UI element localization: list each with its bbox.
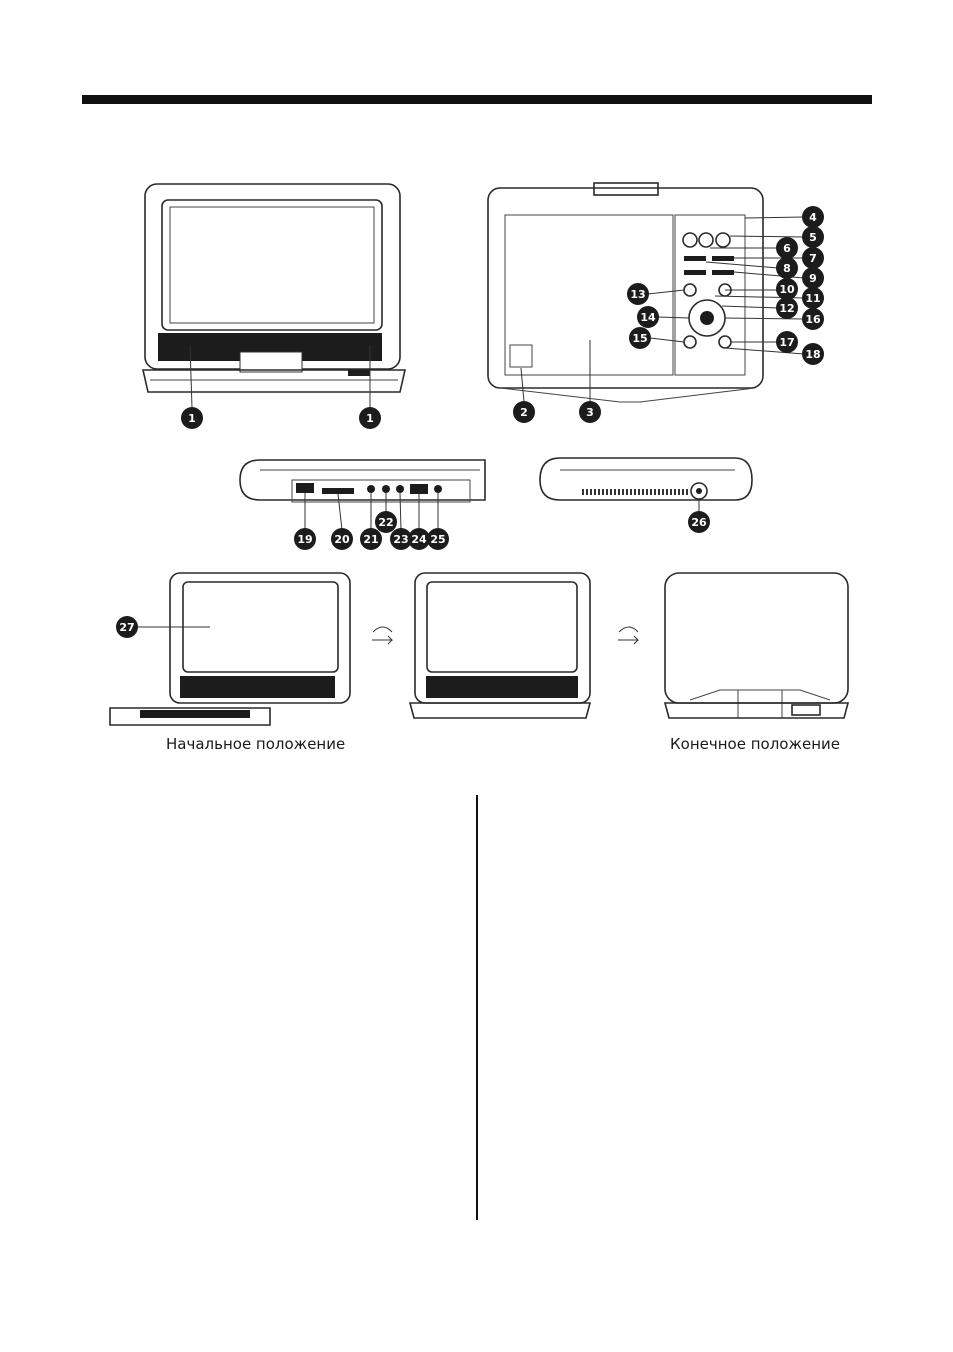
svg-text:11: 11 (805, 292, 820, 305)
callout-9: 9 (802, 267, 824, 289)
rotation-middle (410, 573, 590, 718)
left-side-view (240, 460, 485, 502)
callout-24: 24 (408, 528, 430, 550)
callout-19: 19 (294, 528, 316, 550)
svg-text:10: 10 (779, 283, 795, 296)
rotation-arrow-1 (372, 627, 392, 644)
device-diagram: 1 1 2 3 4 5 6 7 8 9 10 11 12 13 14 15 16… (0, 0, 953, 780)
svg-text:18: 18 (805, 348, 820, 361)
svg-text:16: 16 (805, 313, 821, 326)
callout-4: 4 (802, 206, 824, 228)
callout-3: 3 (579, 401, 601, 423)
leader-lines (137, 217, 804, 627)
svg-text:24: 24 (411, 533, 427, 546)
callout-16: 16 (802, 308, 824, 330)
svg-text:4: 4 (809, 211, 817, 224)
callout-10: 10 (776, 278, 798, 300)
front-view (143, 184, 405, 392)
callout-5: 5 (802, 226, 824, 248)
svg-text:21: 21 (363, 533, 378, 546)
callout-11: 11 (802, 287, 824, 309)
callout-21: 21 (360, 528, 382, 550)
svg-text:13: 13 (630, 288, 645, 301)
svg-text:15: 15 (632, 332, 647, 345)
svg-text:1: 1 (188, 412, 196, 425)
svg-text:7: 7 (809, 252, 817, 265)
callout-15: 15 (629, 327, 651, 349)
right-side-view (540, 458, 752, 500)
callout-22: 22 (375, 511, 397, 533)
callout-13: 13 (627, 283, 649, 305)
svg-text:12: 12 (779, 302, 794, 315)
callout-12: 12 (776, 297, 798, 319)
svg-text:3: 3 (586, 406, 594, 419)
callout-17: 17 (776, 331, 798, 353)
svg-text:9: 9 (809, 272, 817, 285)
callout-27: 27 (116, 616, 138, 638)
callout-1b: 1 (359, 407, 381, 429)
svg-text:5: 5 (809, 231, 817, 244)
control-view (488, 183, 763, 402)
svg-text:26: 26 (691, 516, 707, 529)
callout-6: 6 (776, 237, 798, 259)
svg-text:20: 20 (334, 533, 350, 546)
rotation-arrow-2 (618, 627, 638, 644)
caption-start-position: Начальное положение (166, 735, 345, 753)
callout-1a: 1 (181, 407, 203, 429)
callout-20: 20 (331, 528, 353, 550)
svg-text:27: 27 (119, 621, 134, 634)
callout-26: 26 (688, 511, 710, 533)
svg-text:1: 1 (366, 412, 374, 425)
svg-text:2: 2 (520, 406, 528, 419)
svg-text:8: 8 (783, 262, 791, 275)
callout-25: 25 (427, 528, 449, 550)
callout-7: 7 (802, 247, 824, 269)
svg-text:23: 23 (393, 533, 408, 546)
callout-8: 8 (776, 257, 798, 279)
svg-text:6: 6 (783, 242, 791, 255)
svg-text:17: 17 (779, 336, 794, 349)
rotation-end (665, 573, 848, 718)
svg-text:19: 19 (297, 533, 312, 546)
rotation-start (110, 573, 350, 725)
svg-text:14: 14 (640, 311, 656, 324)
callout-14: 14 (637, 306, 659, 328)
column-divider (476, 795, 478, 1220)
callout-2: 2 (513, 401, 535, 423)
caption-end-position: Конечное положение (670, 735, 840, 753)
svg-text:22: 22 (378, 516, 393, 529)
callout-18: 18 (802, 343, 824, 365)
svg-text:25: 25 (430, 533, 445, 546)
